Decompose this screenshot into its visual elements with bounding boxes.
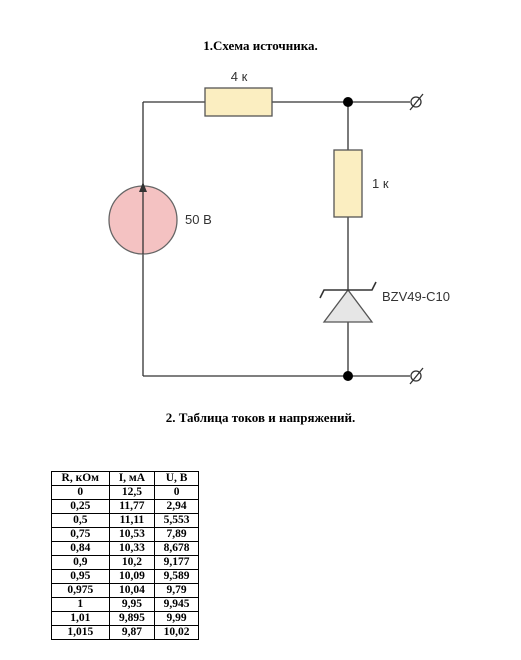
cell-voltage: 8,678	[154, 541, 199, 556]
cell-current: 11,77	[108, 499, 156, 514]
cell-voltage: 9,99	[154, 611, 199, 626]
resistor-4k-label: 4 к	[231, 69, 248, 84]
cell-resistance: 0,75	[51, 527, 110, 542]
zener-diode-label: BZV49-C10	[382, 289, 450, 304]
cell-voltage: 9,177	[154, 555, 199, 570]
cell-voltage: 9,79	[154, 583, 199, 598]
header-voltage: U, В	[154, 471, 199, 486]
section-1-title: 1.Схема источника.	[203, 38, 318, 53]
cell-resistance: 0,5	[51, 513, 110, 528]
resistor-1k	[333, 149, 363, 218]
circuit-diagram: 4 к 1 к 50 В BZV49-C10	[108, 69, 450, 385]
cell-current: 9,95	[108, 597, 156, 612]
cell-current: 10,53	[108, 527, 156, 542]
cell-resistance: 0	[51, 485, 110, 500]
cell-current: 10,04	[108, 583, 156, 598]
cell-resistance: 0,95	[51, 569, 110, 584]
junction-node-top	[343, 97, 353, 107]
cell-current: 9,87	[108, 625, 156, 640]
cell-resistance: 0,25	[51, 499, 110, 514]
cell-voltage: 2,94	[154, 499, 199, 514]
section-2-title: 2. Таблица токов и напряжений.	[165, 410, 356, 425]
resistor-1k-label: 1 к	[372, 176, 389, 191]
cell-current: 10,09	[108, 569, 156, 584]
resistor-4k	[204, 87, 273, 117]
cell-current: 11,11	[108, 513, 156, 528]
table-header-row: R, кОм I, мА U, В	[51, 471, 199, 486]
cell-voltage: 9,945	[154, 597, 199, 612]
cell-resistance: 1,01	[51, 611, 110, 626]
output-terminal-top	[409, 93, 424, 111]
junction-node-bottom	[343, 371, 353, 381]
cell-resistance: 1	[51, 597, 110, 612]
header-resistance: R, кОм	[51, 471, 110, 486]
voltage-source-label: 50 В	[185, 212, 212, 227]
cell-current: 10,33	[108, 541, 156, 556]
cell-resistance: 0,84	[51, 541, 110, 556]
cell-voltage: 5,553	[154, 513, 199, 528]
output-terminal-bottom	[409, 367, 424, 385]
cell-resistance: 0,9	[51, 555, 110, 570]
zener-diode	[319, 281, 377, 323]
source-arrow-icon	[139, 182, 147, 192]
cell-current: 9,895	[108, 611, 156, 626]
cell-voltage: 9,589	[154, 569, 199, 584]
cell-current: 12,5	[108, 485, 156, 500]
cell-voltage: 7,89	[154, 527, 199, 542]
header-current: I, мА	[108, 471, 156, 486]
cell-voltage: 10,02	[154, 625, 199, 640]
cell-current: 10,2	[108, 555, 156, 570]
cell-resistance: 1,015	[51, 625, 110, 640]
cell-resistance: 0,975	[51, 583, 110, 598]
cell-voltage: 0	[154, 485, 199, 500]
